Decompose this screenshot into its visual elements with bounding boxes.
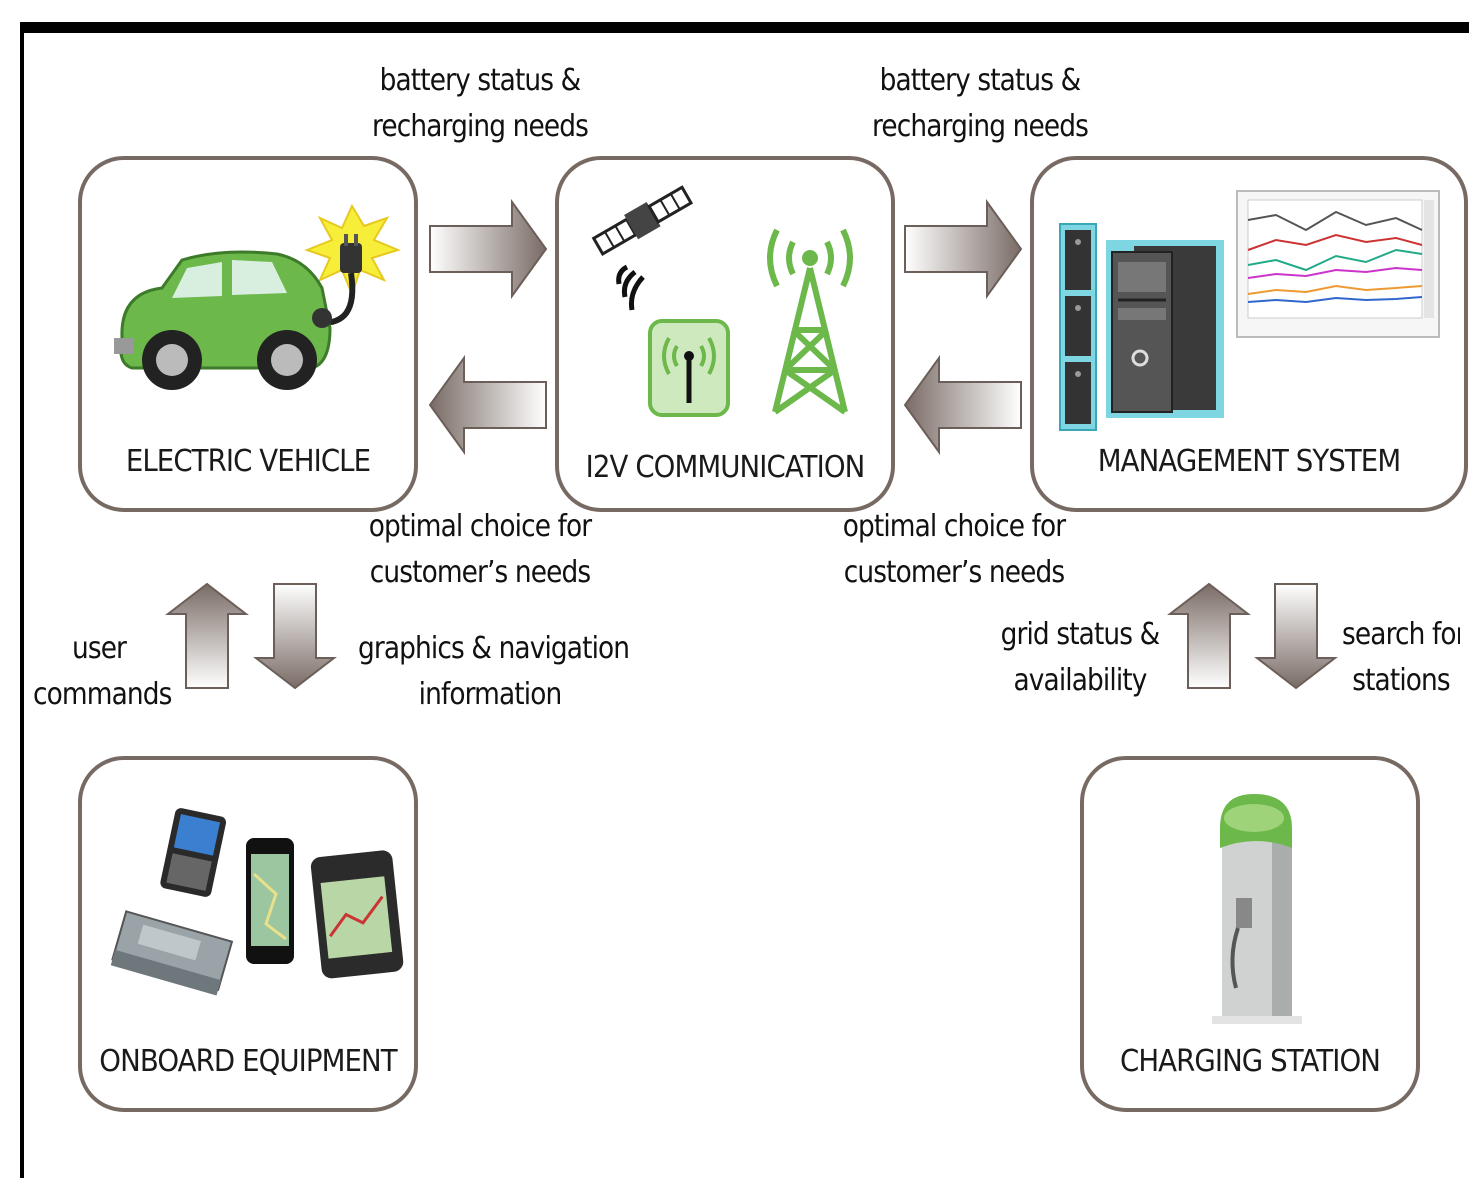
edge-label-ms-to-i2v: optimal choice for customer’s needs bbox=[842, 509, 1066, 590]
node-electric-vehicle: ELECTRIC VEHICLE bbox=[78, 156, 418, 512]
wireless-router-icon bbox=[648, 319, 730, 417]
arrow-i2v-to-ev bbox=[428, 354, 547, 456]
node-i2v-communication: I2V COMMUNICATION bbox=[555, 156, 895, 512]
node-management-system: MANAGEMENT SYSTEM bbox=[1030, 156, 1468, 512]
edge-label-onboard-to-ev: user commands bbox=[33, 631, 172, 712]
node-charging-station: CHARGING STATION bbox=[1080, 756, 1420, 1112]
computer-tower-icon bbox=[1106, 240, 1224, 418]
edge-label-ev-to-onboard: graphics & navigation information bbox=[358, 631, 630, 712]
arrow-cs-to-ms bbox=[1167, 582, 1251, 689]
arrow-ms-to-i2v bbox=[903, 354, 1022, 456]
edge-label-ev-to-i2v: battery status & recharging needs bbox=[372, 63, 589, 144]
edge-label-cs-to-ms: grid status & availability bbox=[1000, 617, 1161, 698]
data-chart-screen-icon bbox=[1236, 190, 1440, 338]
arrow-ev-to-i2v bbox=[429, 198, 548, 300]
devices-icon bbox=[110, 808, 404, 996]
edge-label-ms-to-cs: search for stations bbox=[1342, 617, 1460, 698]
node-label: ONBOARD EQUIPMENT bbox=[99, 1044, 397, 1079]
satellite-icon bbox=[591, 185, 694, 311]
node-label: ELECTRIC VEHICLE bbox=[125, 444, 371, 479]
arrow-onboard-to-ev bbox=[165, 582, 249, 689]
node-label: CHARGING STATION bbox=[1119, 1044, 1381, 1079]
arrow-ev-to-onboard bbox=[253, 583, 337, 690]
node-label: I2V COMMUNICATION bbox=[585, 450, 866, 485]
cell-tower-icon bbox=[767, 228, 853, 415]
node-onboard-equipment: ONBOARD EQUIPMENT bbox=[78, 756, 418, 1112]
node-label: MANAGEMENT SYSTEM bbox=[1097, 444, 1401, 479]
charging-station-icon bbox=[1212, 794, 1302, 1024]
server-rack-icon bbox=[1059, 223, 1097, 431]
frame-top-border bbox=[20, 22, 1469, 33]
frame-left-border bbox=[20, 22, 24, 1178]
arrow-ms-to-cs bbox=[1254, 583, 1338, 690]
edge-label-i2v-to-ms: battery status & recharging needs bbox=[872, 63, 1089, 144]
edge-label-i2v-to-ev: optimal choice for customer’s needs bbox=[368, 509, 592, 590]
arrow-i2v-to-ms bbox=[904, 198, 1023, 300]
electric-car-icon bbox=[114, 203, 401, 390]
